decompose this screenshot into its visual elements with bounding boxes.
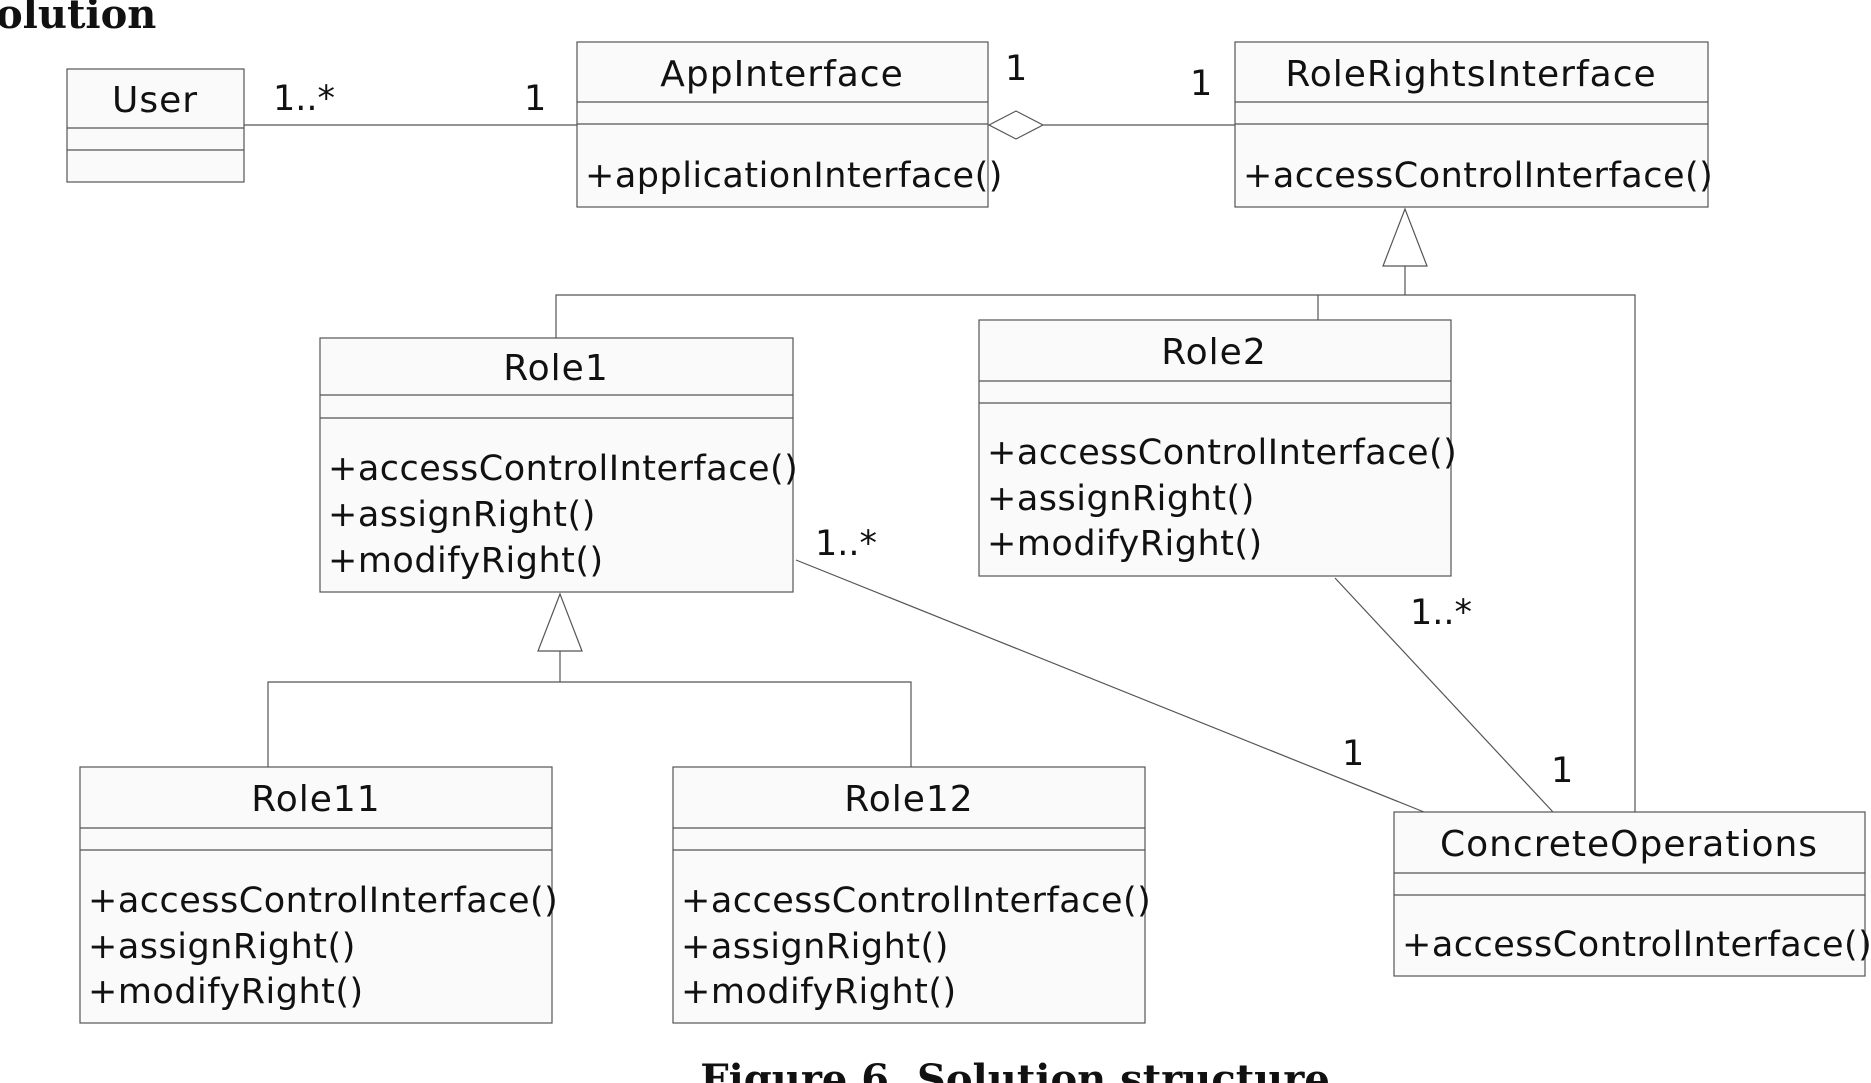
class-role11-name: Role11 [251, 779, 380, 820]
multiplicity-role2-side: 1..* [1410, 593, 1472, 633]
section-heading: olution [0, 0, 156, 38]
class-rolerightsinterface: RoleRightsInterface +accessControlInterf… [1234, 41, 1713, 208]
class-user-name: User [112, 80, 198, 121]
class-role11: Role11 +accessControlInterface() +assign… [79, 766, 558, 1024]
generalization-role1-triangle-icon [537, 592, 583, 652]
multiplicity-aggregation-rights-side: 1 [1190, 64, 1212, 104]
class-user: User [66, 68, 245, 183]
multiplicity-role2-concrete-side: 1 [1551, 751, 1573, 791]
class-rolerightsinterface-op: +accessControlInterface() [1243, 156, 1713, 196]
class-role12: Role12 +accessControlInterface() +assign… [672, 766, 1151, 1024]
class-rolerightsinterface-name: RoleRightsInterface [1285, 54, 1656, 95]
multiplicity-role1-concrete-side: 1 [1342, 734, 1364, 774]
class-concreteoperations: ConcreteOperations +accessControlInterfa… [1393, 811, 1871, 977]
class-appinterface: AppInterface +applicationInterface() [576, 41, 1003, 208]
association-role2-concreteoperations [1334, 577, 1554, 813]
class-role2-op-3: +modifyRight() [987, 524, 1263, 564]
class-role12-op-2: +assignRight() [681, 927, 949, 967]
multiplicity-appinterface-side: 1 [524, 79, 546, 119]
class-role12-op-3: +modifyRight() [681, 972, 957, 1012]
class-concreteoperations-name: ConcreteOperations [1440, 824, 1818, 865]
association-role1-concreteoperations [795, 559, 1425, 813]
class-role1: Role1 +accessControlInterface() +assignR… [319, 337, 798, 593]
aggregation-diamond-icon [987, 110, 1045, 140]
class-role2: Role2 +accessControlInterface() +assignR… [978, 319, 1457, 577]
class-appinterface-name: AppInterface [660, 54, 904, 95]
class-appinterface-op: +applicationInterface() [585, 156, 1003, 196]
class-role2-name: Role2 [1161, 332, 1266, 373]
class-role12-op-1: +accessControlInterface() [681, 881, 1151, 921]
generalization-rolerights-tree [555, 294, 1636, 815]
class-concreteoperations-op: +accessControlInterface() [1402, 925, 1871, 965]
multiplicity-user-side: 1..* [273, 79, 335, 119]
class-role1-name: Role1 [503, 348, 608, 389]
generalization-rolerights-triangle-icon [1382, 207, 1428, 267]
class-role2-op-2: +assignRight() [987, 479, 1255, 519]
multiplicity-role1-side: 1..* [815, 524, 877, 564]
class-role11-op-3: +modifyRight() [88, 972, 364, 1012]
class-role1-op-2: +assignRight() [328, 495, 596, 535]
class-role1-op-1: +accessControlInterface() [328, 449, 798, 489]
class-role12-name: Role12 [844, 779, 973, 820]
class-role11-op-1: +accessControlInterface() [88, 881, 558, 921]
class-role2-op-1: +accessControlInterface() [987, 433, 1457, 473]
class-role1-op-3: +modifyRight() [328, 541, 604, 581]
generalization-role1-tree [267, 681, 912, 767]
class-role11-op-2: +assignRight() [88, 927, 356, 967]
multiplicity-aggregation-app-side: 1 [1005, 49, 1027, 89]
figure-caption: Figure 6. Solution structure [700, 1056, 1330, 1083]
